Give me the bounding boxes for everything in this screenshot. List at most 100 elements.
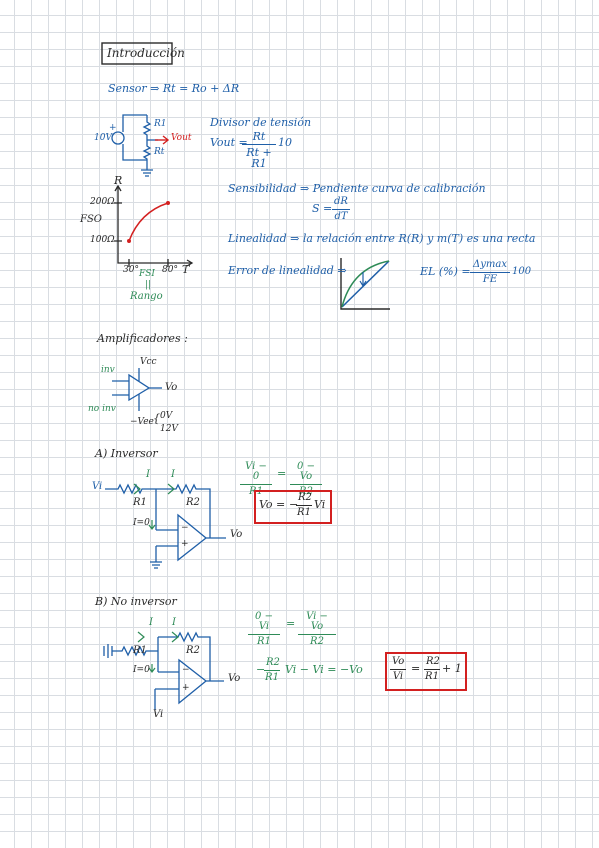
page-title: Introducción [107, 46, 185, 60]
inversor-i0: I=0 [133, 518, 150, 528]
error-label: Error de linealidad ⇒ [228, 264, 347, 277]
vee-label: −Vee [130, 417, 154, 427]
no-inversor-title: B) No inversor [95, 595, 177, 608]
fsi-label: FSI [139, 269, 155, 279]
no-inversor-eq-left: 0 − Vi R1 [248, 612, 280, 647]
no-inversor-vo: Vo [228, 673, 241, 684]
source-label: 10V [94, 133, 112, 143]
no-inversor-minus: − [182, 665, 190, 675]
linearity-line [341, 260, 390, 308]
divider-fraction: Rt Rt + R1 [242, 131, 276, 169]
divider-num: Rt [242, 131, 276, 145]
amplificadores-title: Amplificadores : [97, 332, 188, 345]
no-inversor-result-box [385, 652, 467, 691]
no-inversor-eq2-den: R1 [265, 672, 279, 683]
no-inversor-eq2-num: R2 [264, 658, 280, 671]
inversor-result-num: R2 [296, 493, 312, 506]
no-inversor-r1: R1 [133, 645, 147, 656]
opamp-generic [112, 368, 162, 411]
source-plus: + [109, 123, 117, 133]
no-inversor-result-num: Vo [390, 657, 406, 670]
divider-den: Rt + R1 [246, 146, 272, 170]
inversor-result-left: Vo = [259, 498, 286, 511]
no-inversor-result-tail: + 1 [442, 662, 462, 675]
vout-label: Vout [171, 133, 192, 143]
no-inversor-result-r-num: R2 [424, 657, 440, 670]
no-inversor-i0: I=0 [133, 665, 150, 675]
el-label: EL (%) = [420, 265, 471, 278]
inversor-result-tail: Vi [314, 498, 326, 511]
calibration-graph [114, 184, 194, 267]
vcc-label: Vcc [140, 357, 157, 367]
divider-factor: 10 [278, 136, 292, 149]
vout-arrow [155, 135, 170, 145]
x-right-tick: 80° [162, 265, 178, 275]
no-inversor-eq2-sign: − [256, 663, 266, 676]
divider-circuit [111, 114, 158, 177]
delta-arrow [359, 272, 367, 288]
inversor-result-fraction: R2 R1 [296, 493, 312, 518]
inversor-result-box [254, 490, 332, 524]
inversor-plus: + [181, 539, 189, 549]
vo-label: Vo [165, 382, 178, 393]
no-inversor-eq-right-den: R2 [310, 636, 324, 647]
axis-r: R [114, 174, 123, 187]
no-inversor-eq-equals: = [286, 617, 296, 630]
no-inversor-result-equals: = [411, 662, 421, 675]
divider-title: Divisor de tensión [210, 116, 312, 129]
no-inversor-result-left: Vo Vi [390, 657, 406, 682]
range-bottom: 12V [160, 424, 178, 434]
inversor-r1: R1 [133, 497, 147, 508]
no-inversor-eq2-fraction: R2 R1 [264, 658, 280, 683]
inversor-i2: I [171, 469, 175, 480]
no-inversor-eq-left-num: 0 − Vi [248, 612, 280, 635]
inversor-eq-equals: = [277, 467, 287, 480]
inversor-vi: Vi [92, 481, 103, 492]
fsi-eq-mark: || [145, 280, 152, 290]
no-inversor-eq2-tail: Vi − Vi = −Vo [285, 663, 363, 676]
inversor-eq-left-num: Vi − 0 [240, 462, 272, 485]
no-inversor-i1: I [149, 617, 153, 628]
noninverting-circuit [103, 631, 224, 710]
vout-prefix: Vout = [210, 136, 248, 149]
inversor-result-den: R1 [297, 507, 311, 518]
title-box [101, 42, 173, 65]
no-inversor-vi: Vi [153, 709, 164, 720]
sensor-formula: Sensor ⇒ Rt = Ro + ΔR [108, 82, 240, 95]
no-inversor-result-den: Vi [392, 671, 404, 682]
sensitivity-fraction: dR dT [332, 197, 350, 222]
y-top-tick: 200Ω [90, 197, 115, 207]
sensitivity-num: dR [332, 197, 350, 210]
y-bottom-tick: 100Ω [90, 235, 115, 245]
sensibilidad-text: Sensibilidad ⇒ Pendiente curva de calibr… [228, 182, 486, 195]
error-den: FE [482, 274, 498, 285]
inversor-r2: R2 [186, 497, 200, 508]
no-inversor-eq-right: Vi − Vo R2 [298, 612, 336, 647]
x-left-tick: 30° [123, 265, 139, 275]
no-inversor-result-r-den: R1 [425, 671, 439, 682]
inv-label: inv [101, 365, 115, 375]
no-inversor-i2: I [172, 617, 176, 628]
no-inversor-plus: + [182, 683, 190, 693]
no-inversor-eq-left-den: R1 [257, 636, 271, 647]
sensitivity-den: dT [334, 211, 348, 222]
range-brace: { [153, 412, 160, 425]
no-inv-label: no inv [88, 404, 116, 414]
inversor-title: A) Inversor [95, 447, 158, 460]
no-inversor-r2: R2 [186, 645, 200, 656]
inversor-i1: I [146, 469, 150, 480]
calibration-curve [128, 202, 169, 242]
rt-label: Rt [154, 147, 165, 157]
no-inversor-result-right: R2 R1 [424, 657, 440, 682]
rango-label: Rango [130, 291, 163, 302]
axis-t: T [182, 263, 190, 276]
linearity-curve [341, 260, 390, 308]
range-top: 0V [160, 411, 173, 421]
linealidad-text: Linealidad ⇒ la relación entre R(R) y m(… [228, 232, 536, 245]
error-factor: 100 [512, 266, 532, 277]
error-num: Δymax [470, 260, 510, 273]
fso-label: FSO [80, 214, 102, 225]
r1-label: R1 [154, 119, 167, 129]
